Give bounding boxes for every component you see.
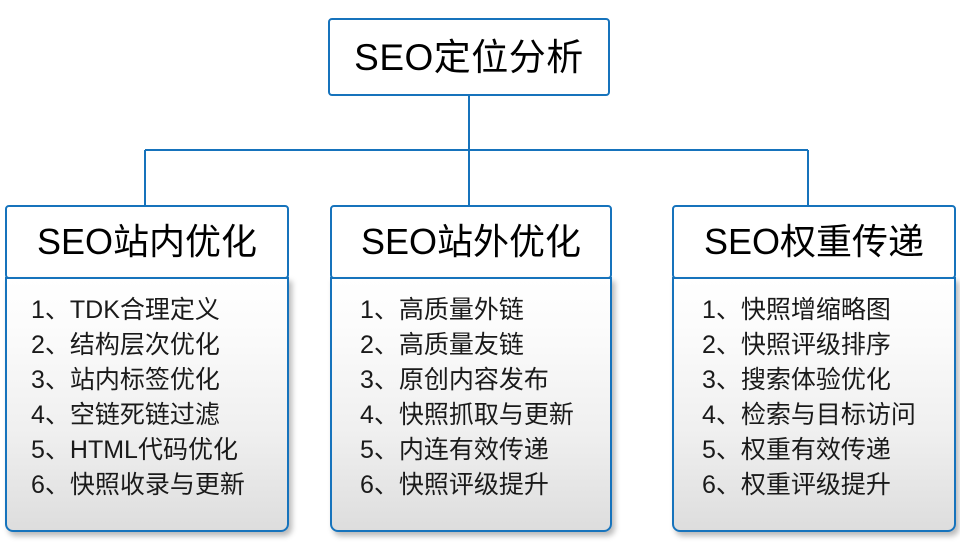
list-item: 4、快照抓取与更新 xyxy=(360,401,574,429)
list-item: 5、HTML代码优化 xyxy=(31,436,238,464)
list-item: 3、搜索体验优化 xyxy=(702,366,891,394)
branch-column-1: SEO站内优化 1、TDK合理定义 2、结构层次优化 3、站内标签优化 4、空链… xyxy=(5,205,289,532)
list-item: 2、结构层次优化 xyxy=(31,331,220,359)
list-item: 6、权重评级提升 xyxy=(702,471,891,499)
branch-header-3[interactable]: SEO权重传递 xyxy=(672,205,956,279)
branch-header-1[interactable]: SEO站内优化 xyxy=(5,205,289,279)
branch-column-2: SEO站外优化 1、高质量外链 2、高质量友链 3、原创内容发布 4、快照抓取与… xyxy=(330,205,612,532)
root-node[interactable]: SEO定位分析 xyxy=(328,18,610,96)
branch-title-2: SEO站外优化 xyxy=(360,221,582,262)
branch-list-2: 1、高质量外链 2、高质量友链 3、原创内容发布 4、快照抓取与更新 5、内连有… xyxy=(330,277,612,532)
root-node-label: SEO定位分析 xyxy=(354,36,584,78)
list-item: 5、内连有效传递 xyxy=(360,436,549,464)
list-item: 1、快照增缩略图 xyxy=(702,296,891,324)
list-item: 4、空链死链过滤 xyxy=(31,401,220,429)
branch-list-1: 1、TDK合理定义 2、结构层次优化 3、站内标签优化 4、空链死链过滤 5、H… xyxy=(5,277,289,532)
list-item: 3、原创内容发布 xyxy=(360,366,549,394)
list-item: 2、高质量友链 xyxy=(360,331,524,359)
list-item: 4、检索与目标访问 xyxy=(702,401,916,429)
list-item: 1、TDK合理定义 xyxy=(31,296,220,324)
list-item: 6、快照评级提升 xyxy=(360,471,549,499)
list-item: 1、高质量外链 xyxy=(360,296,524,324)
branch-title-3: SEO权重传递 xyxy=(703,221,925,262)
list-item: 5、权重有效传递 xyxy=(702,436,891,464)
list-item: 3、站内标签优化 xyxy=(31,366,220,394)
branch-column-3: SEO权重传递 1、快照增缩略图 2、快照评级排序 3、搜索体验优化 4、检索与… xyxy=(672,205,956,532)
list-item: 2、快照评级排序 xyxy=(702,331,891,359)
list-item: 6、快照收录与更新 xyxy=(31,471,245,499)
branch-header-2[interactable]: SEO站外优化 xyxy=(330,205,612,279)
branch-title-1: SEO站内优化 xyxy=(36,221,258,262)
branch-list-3: 1、快照增缩略图 2、快照评级排序 3、搜索体验优化 4、检索与目标访问 5、权… xyxy=(672,277,956,532)
